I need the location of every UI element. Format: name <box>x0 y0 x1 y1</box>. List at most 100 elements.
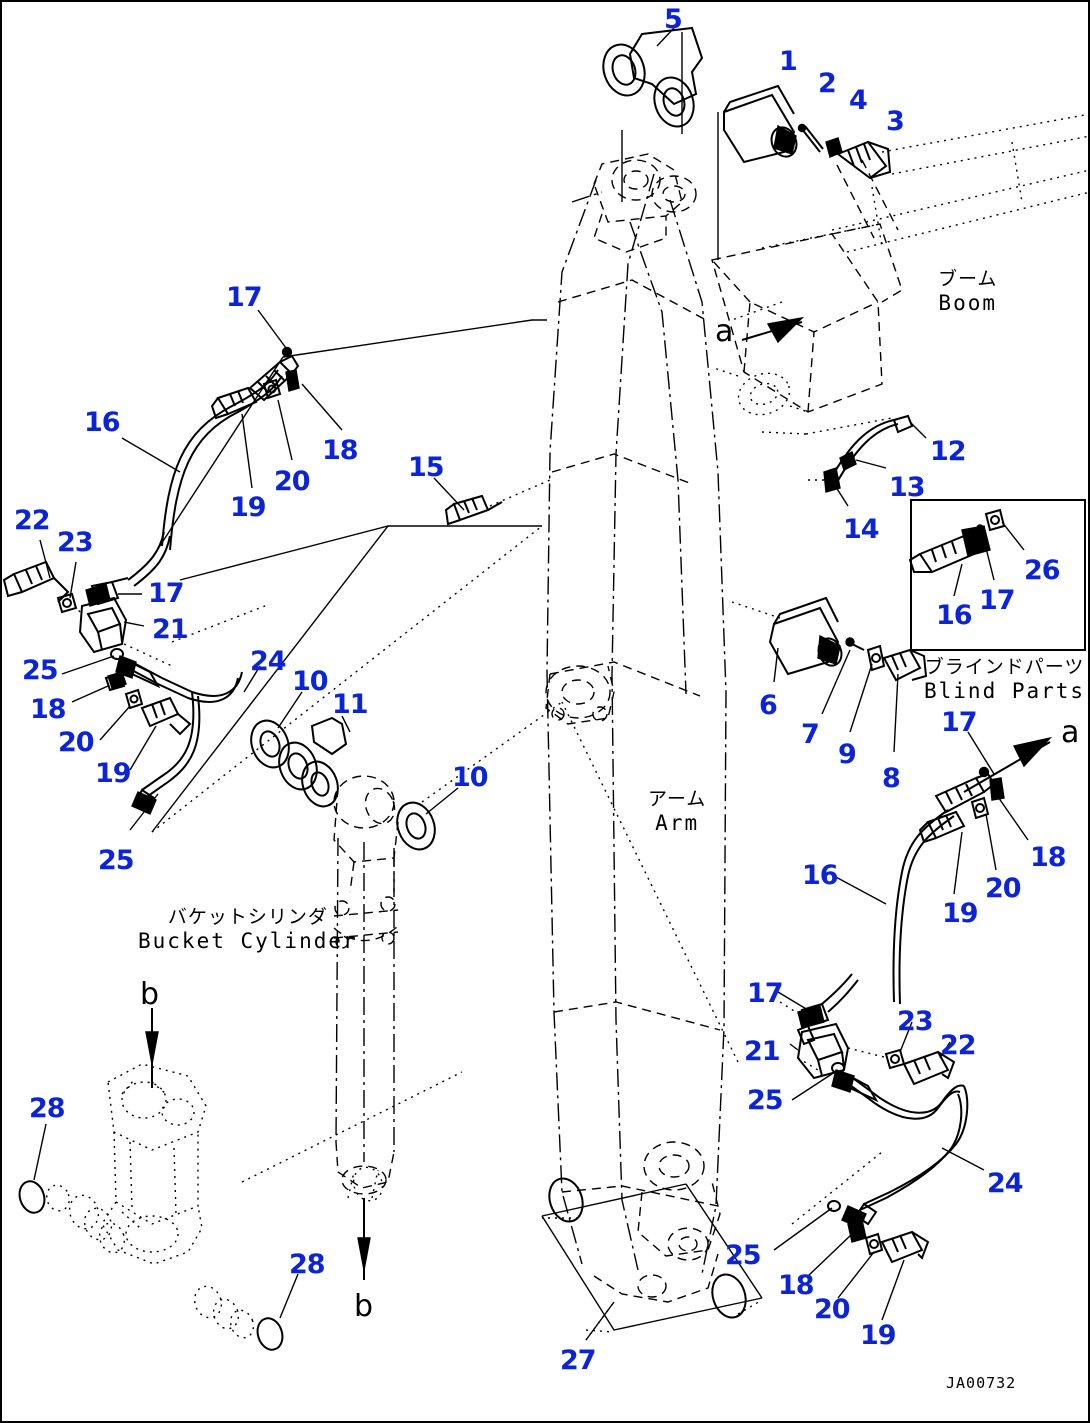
callout-6: 6 <box>759 690 778 721</box>
part-25-oring-bottom-left <box>548 1177 584 1223</box>
callout-12: 12 <box>930 436 967 467</box>
valve-seal-set-lower <box>193 1285 255 1339</box>
label-blind-parts: ブラインドパーツ Blind Parts <box>924 652 1085 703</box>
mark-b-arrow-left <box>145 1008 159 1088</box>
callout-17-upper-left: 17 <box>226 282 263 313</box>
part-18-nut-right-lower <box>847 1219 867 1243</box>
part-9-washer <box>866 644 886 672</box>
callout-4: 4 <box>849 85 868 116</box>
mark-a-arrow-upper <box>741 316 805 344</box>
callout-23-right: 23 <box>897 1006 934 1037</box>
part-18-nut-left-shade <box>107 671 127 689</box>
callout-20-upper-left: 20 <box>274 466 311 497</box>
label-boom-en: Boom <box>938 291 997 315</box>
valve-seal-set-upper <box>46 1184 126 1254</box>
callout-17-right-upper: 17 <box>941 707 978 738</box>
callout-27: 27 <box>560 1345 597 1376</box>
part-23-washer-left <box>56 592 78 614</box>
callout-25-right2: 25 <box>725 1240 762 1271</box>
leaders-28 <box>33 1123 299 1319</box>
part-17-elbow-left-shade <box>85 583 111 607</box>
callout-17-left: 17 <box>148 578 185 609</box>
leaders-25-bottom <box>542 1217 763 1333</box>
label-blind-parts-en: Blind Parts <box>924 679 1086 703</box>
bucket-cylinder-tube <box>335 837 395 1162</box>
callout-3: 3 <box>886 106 905 137</box>
bucket-cylinder-gland <box>333 896 399 949</box>
callout-20-left: 20 <box>58 727 95 758</box>
section-mark-b-left: b <box>140 977 160 1012</box>
callout-22-left: 22 <box>14 505 51 536</box>
part-24-hose-right-lower <box>839 1069 969 1226</box>
part-19-bolt-left2 <box>140 696 192 736</box>
label-boom-jp: ブーム <box>938 268 998 290</box>
callout-24-right: 24 <box>987 1168 1024 1199</box>
part-18-nut-upper-left <box>285 369 300 392</box>
callout-18-upper-left: 18 <box>322 435 359 466</box>
callout-21-left: 21 <box>152 614 189 645</box>
part-15-bolt <box>444 494 503 526</box>
part-23-washer-right <box>884 1048 906 1070</box>
part-25-oring-right-lower <box>827 1200 841 1212</box>
part-2-cotter <box>797 123 824 153</box>
callout-20-right-lower: 20 <box>814 1294 851 1325</box>
part-6-axis <box>731 601 781 619</box>
section-mark-a-upper: a <box>715 314 734 349</box>
part-20-washer-right-upper <box>970 796 990 820</box>
blind-part-17 <box>976 524 987 551</box>
part-19-bolt-right-upper <box>918 810 966 844</box>
callout-14: 14 <box>843 514 880 545</box>
arm-bottom-boss <box>593 1141 721 1303</box>
blind-leaders <box>953 521 1025 597</box>
arm-outline <box>546 173 727 1275</box>
callout-10-b: 10 <box>452 762 489 793</box>
projection-dotted <box>151 301 883 1225</box>
callout-11: 11 <box>332 689 369 720</box>
part-25-oring-bottom-right <box>711 1273 747 1319</box>
leader-27-dotted <box>585 1301 615 1341</box>
boom-body <box>711 159 903 413</box>
label-arm-en: Arm <box>655 811 700 835</box>
callout-13: 13 <box>889 472 926 503</box>
part-10-washer-d <box>396 801 436 851</box>
mark-a-arrow-right <box>963 736 1053 793</box>
part-8-bolt <box>882 648 928 682</box>
part-17-fitting-right-upper <box>934 766 996 814</box>
leaders-right-lower <box>773 991 985 1321</box>
arm-top-clevis <box>593 153 697 253</box>
callout-22-right: 22 <box>940 1030 977 1061</box>
projection-lines <box>151 27 763 1331</box>
callout-16-blind: 16 <box>936 600 973 631</box>
callout-16-upper-left: 16 <box>84 407 121 438</box>
part-19-bolt-upper-left <box>210 386 258 420</box>
part-28-oring-lower <box>256 1317 284 1351</box>
leaders-right-upper <box>833 731 1029 905</box>
callout-24-left: 24 <box>250 646 287 677</box>
callout-19-right-lower: 19 <box>860 1320 897 1351</box>
part-20-washer-right-lower <box>864 1232 884 1256</box>
part-15-axis <box>489 479 551 507</box>
leader-15 <box>433 477 465 511</box>
part-13-fitting <box>839 451 857 471</box>
part-17-elbow-right-shade <box>797 1005 825 1029</box>
label-bucket-cylinder-en: Bucket Cylinder <box>138 929 358 953</box>
part-16-hose-right-upper <box>892 809 955 1005</box>
label-bucket-cylinder: バケットシリンダ Bucket Cylinder <box>138 902 358 953</box>
part-21-block-right <box>796 1022 850 1080</box>
part-1-pin-shade <box>773 124 797 155</box>
label-blind-parts-jp: ブラインドパーツ <box>924 656 1085 678</box>
callout-18-left: 18 <box>30 694 67 725</box>
arm-section-lines <box>549 279 721 1207</box>
callout-23-left: 23 <box>57 527 94 558</box>
callout-9: 9 <box>838 739 857 770</box>
part-7-cotter <box>845 637 865 651</box>
blind-parts-box <box>910 499 1086 651</box>
part-18-nut-right-upper <box>989 777 1005 801</box>
part-21-block-left <box>78 596 128 654</box>
part-5-bracket <box>602 26 704 128</box>
callout-18-right-upper: 18 <box>1030 842 1067 873</box>
callout-17-blind: 17 <box>979 585 1016 616</box>
part-20-washer-upper-left <box>262 378 282 400</box>
bucket-cylinder-head <box>333 775 399 893</box>
